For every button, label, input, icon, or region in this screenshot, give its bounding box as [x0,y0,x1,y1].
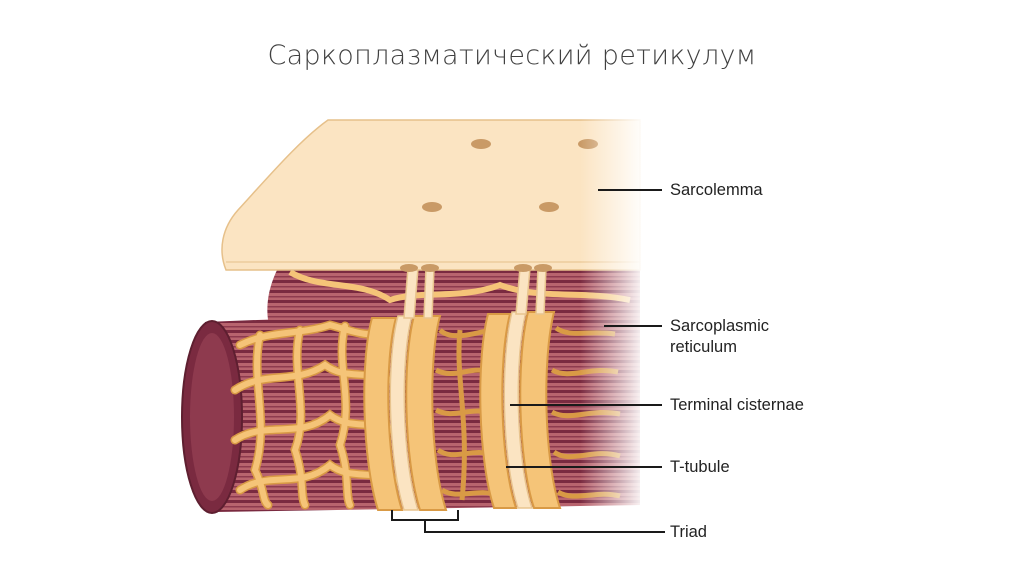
t-tubule-stems [403,267,547,319]
label-terminal-cisternae: Terminal cisternae [670,396,804,414]
slide-title: Саркоплазматический ретикулум [267,40,757,71]
t-tubule-1 [389,315,420,511]
label-t-tubule: T-tubule [670,458,730,476]
label-sarcolemma: Sarcolemma [670,181,763,199]
triad-band-1 [363,315,499,511]
triad-bracket [391,510,665,533]
t-tubule-2 [503,311,534,509]
label-triad: Triad [670,523,707,541]
leader-lines [506,189,662,468]
label-sarcoplasmic-reticulum-line2: reticulum [670,338,737,356]
label-sarcoplasmic-reticulum-line1: Sarcoplasmic [670,317,770,335]
sarcolemma-sheet [221,119,641,272]
